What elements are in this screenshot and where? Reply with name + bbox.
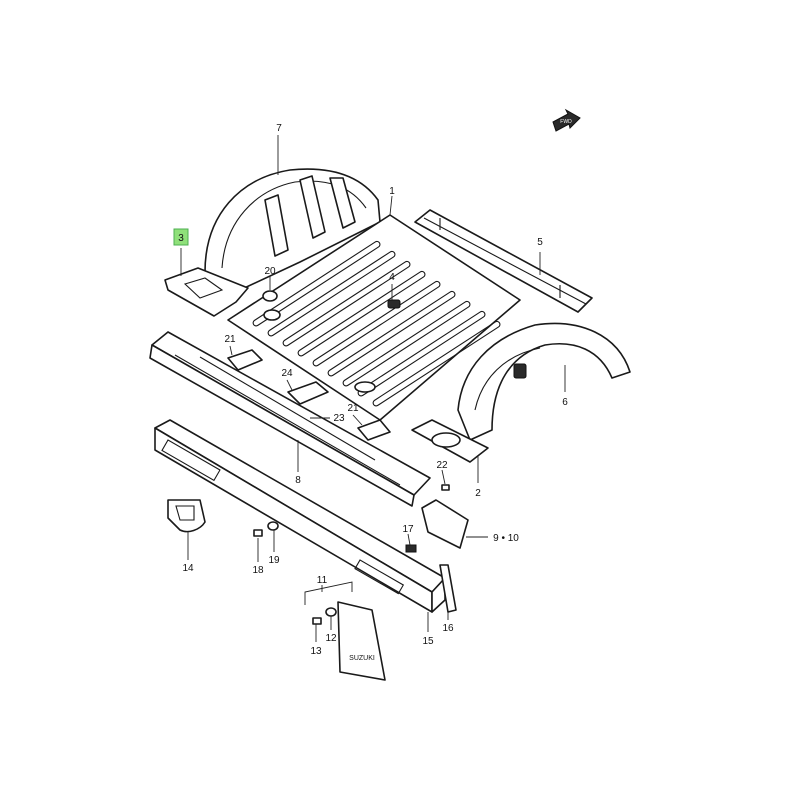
- clip-part-22[interactable]: [441, 484, 450, 491]
- mudflap-part-11[interactable]: SUZUKI: [337, 601, 386, 681]
- label-17[interactable]: 17: [402, 524, 414, 535]
- label-7[interactable]: 7: [276, 123, 282, 134]
- rear-member-part-15[interactable]: [154, 419, 446, 613]
- label-8[interactable]: 8: [295, 475, 301, 486]
- bracket-part-3[interactable]: [164, 267, 249, 317]
- label-9-10[interactable]: 9 • 10: [493, 533, 519, 544]
- label-14[interactable]: 14: [182, 563, 194, 574]
- fastener-part-13[interactable]: [312, 617, 322, 625]
- bracket-part-14[interactable]: [167, 499, 206, 533]
- label-3[interactable]: 3: [178, 233, 184, 244]
- label-6[interactable]: 6: [562, 397, 568, 408]
- bolt-part-18[interactable]: [253, 529, 263, 537]
- floor-rib: [372, 320, 501, 407]
- floor-rib: [282, 260, 411, 347]
- floor-panel-part[interactable]: [227, 214, 521, 421]
- plate-part-2[interactable]: [411, 419, 489, 463]
- label-4[interactable]: 4: [389, 272, 395, 283]
- fastener-part-12[interactable]: [325, 607, 337, 617]
- floor-rib: [312, 280, 441, 367]
- label-1[interactable]: 1: [389, 186, 395, 197]
- bolt-part-17[interactable]: [405, 544, 417, 553]
- floor-rib: [267, 250, 396, 337]
- cross-member-part-8[interactable]: [149, 331, 431, 507]
- floor-rib: [342, 300, 471, 387]
- washer-part-19[interactable]: [267, 521, 279, 531]
- label-5[interactable]: 5: [537, 237, 543, 248]
- hook-part-16[interactable]: [439, 564, 457, 613]
- label-13[interactable]: 13: [310, 646, 322, 657]
- label-15[interactable]: 15: [422, 636, 434, 647]
- label-21b[interactable]: 21: [347, 403, 359, 414]
- part-labels: 7 1 5 3 20 4 21 24 23 21 6 22 2 8 17 9 •…: [178, 123, 568, 657]
- label-22[interactable]: 22: [436, 460, 448, 471]
- floor-rib: [252, 240, 381, 327]
- label-18[interactable]: 18: [252, 565, 264, 576]
- label-16[interactable]: 16: [442, 623, 454, 634]
- label-11[interactable]: 11: [317, 575, 328, 586]
- grommet-part-20[interactable]: [262, 290, 278, 302]
- svg-text:FWD: FWD: [560, 119, 572, 125]
- bracket-part-9-10[interactable]: [421, 499, 469, 549]
- label-21a[interactable]: 21: [224, 334, 236, 345]
- right-wheelhouse-part[interactable]: [457, 322, 631, 441]
- label-12[interactable]: 12: [325, 633, 337, 644]
- label-23[interactable]: 23: [333, 413, 345, 424]
- highlight-box: [173, 228, 189, 246]
- left-wheelhouse-part[interactable]: [204, 168, 381, 291]
- label-19[interactable]: 19: [268, 555, 280, 566]
- floor-rib: [357, 310, 486, 397]
- fwd-arrow-icon: FWD: [552, 108, 581, 132]
- leader-lines: [180, 135, 566, 642]
- label-24[interactable]: 24: [281, 368, 293, 379]
- label-2[interactable]: 2: [475, 488, 481, 499]
- floor-rail-part-5[interactable]: [414, 209, 593, 313]
- floor-rib: [297, 270, 426, 357]
- label-20[interactable]: 20: [264, 266, 276, 277]
- mudflap-brand: SUZUKI: [349, 655, 375, 662]
- pad-part-21b[interactable]: [357, 419, 391, 441]
- floor-rib: [327, 290, 456, 377]
- pad-part-21a[interactable]: [227, 349, 263, 371]
- pad-part-24[interactable]: [287, 381, 329, 405]
